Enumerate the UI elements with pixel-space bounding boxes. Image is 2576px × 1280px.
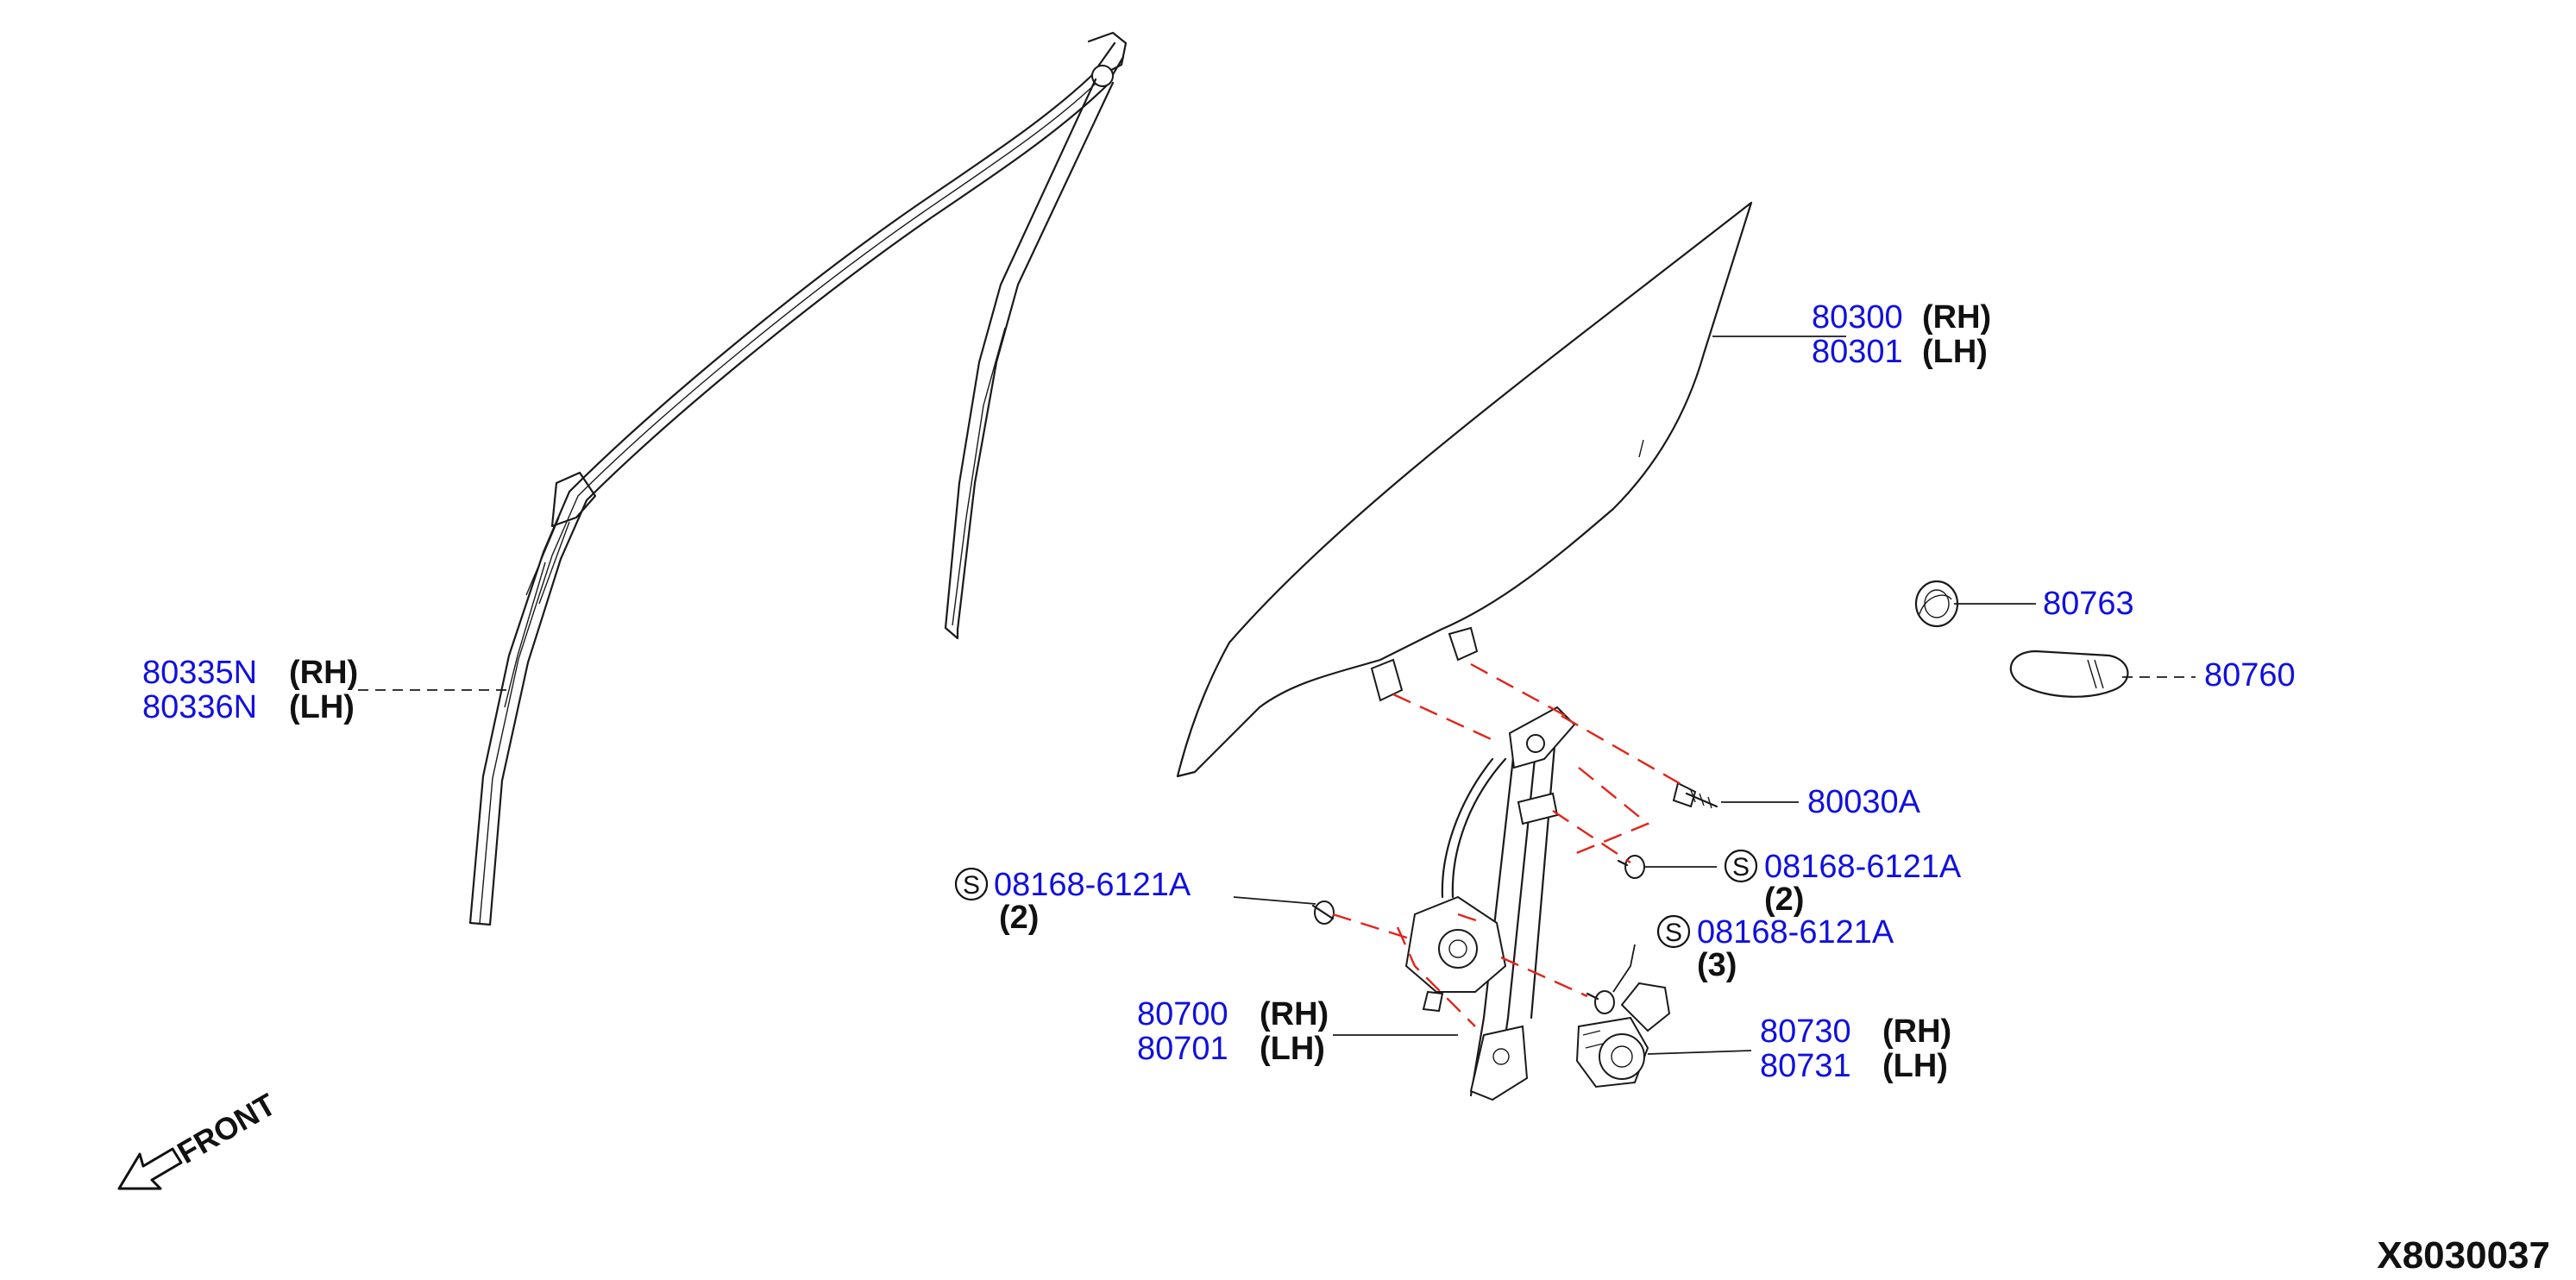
screw-left-part — [1311, 900, 1335, 925]
callout-sash: 80335N (RH) 80336N (LH) — [142, 655, 358, 725]
part-number-screw-right-upper[interactable]: 08168-6121A — [1764, 849, 1962, 885]
part-number-regulator-lh[interactable]: 80701 — [1137, 1031, 1228, 1067]
side-glass-rh: (RH) — [1922, 299, 1991, 336]
diagram-code: X8030037 — [2377, 1234, 2550, 1277]
side-regulator-lh: (LH) — [1260, 1031, 1325, 1067]
part-number-regulator-rh[interactable]: 80700 — [1137, 996, 1228, 1032]
part-number-glass-rh[interactable]: 80300 — [1812, 299, 1903, 336]
part-number-bolt[interactable]: 80030A — [1807, 784, 1921, 820]
callout-motor: 80730 (RH) 80731 (LH) — [1760, 1013, 1951, 1084]
part-number-motor-rh[interactable]: 80730 — [1760, 1013, 1851, 1050]
screw-symbol-icon: S — [1665, 919, 1682, 947]
callout-glass: 80300 (RH) 80301 (LH) — [1812, 299, 1991, 370]
side-regulator-rh: (RH) — [1260, 996, 1329, 1032]
part-number-sash-lh[interactable]: 80336N — [142, 689, 257, 725]
part-number-glass-lh[interactable]: 80301 — [1812, 334, 1903, 370]
callout-screw-right-lower: S 08168-6121A (3) — [1656, 914, 1894, 983]
screw-right-upper-part — [1617, 855, 1645, 879]
leader-lines — [358, 336, 2196, 1055]
part-number-sash-rh[interactable]: 80335N — [142, 655, 257, 691]
part-number-motor-lh[interactable]: 80731 — [1760, 1048, 1851, 1084]
qty-screw-right-lower: (3) — [1697, 947, 1737, 983]
door-glass-part — [1176, 201, 1753, 778]
cap-part — [2009, 649, 2129, 698]
side-sash-lh: (LH) — [289, 689, 355, 725]
assembly-lines — [1332, 662, 1683, 1027]
side-glass-lh: (LH) — [1922, 334, 1988, 370]
grommet-part — [1914, 580, 1959, 628]
front-direction-indicator: FRONT — [117, 1086, 282, 1190]
callout-screw-right-upper: S 08168-6121A (2) — [1724, 849, 1962, 918]
callout-regulator: 80700 (RH) 80701 (LH) — [1137, 996, 1329, 1067]
part-number-grommet[interactable]: 80763 — [2043, 586, 2134, 622]
part-number-cap[interactable]: 80760 — [2204, 657, 2296, 693]
side-sash-rh: (RH) — [289, 655, 358, 691]
callout-screw-left: S 08168-6121A (2) — [954, 867, 1191, 936]
bolt-80030a-part — [1672, 781, 1718, 809]
side-motor-lh: (LH) — [1882, 1048, 1948, 1084]
front-arrow-icon — [117, 1147, 183, 1190]
door-sash-part — [468, 31, 1128, 926]
part-number-screw-right-lower[interactable]: 08168-6121A — [1697, 914, 1894, 951]
window-regulator-part — [1404, 706, 1576, 1101]
screw-symbol-icon: S — [963, 871, 980, 900]
screw-right-lower-part — [1586, 990, 1615, 1014]
part-number-screw-left[interactable]: 08168-6121A — [994, 867, 1191, 903]
front-label: FRONT — [172, 1086, 282, 1170]
screw-symbol-icon: S — [1732, 853, 1750, 882]
regulator-motor-part — [1575, 982, 1671, 1089]
qty-screw-left: (2) — [999, 900, 1039, 936]
side-motor-rh: (RH) — [1882, 1013, 1951, 1050]
qty-screw-right-upper: (2) — [1764, 882, 1804, 918]
